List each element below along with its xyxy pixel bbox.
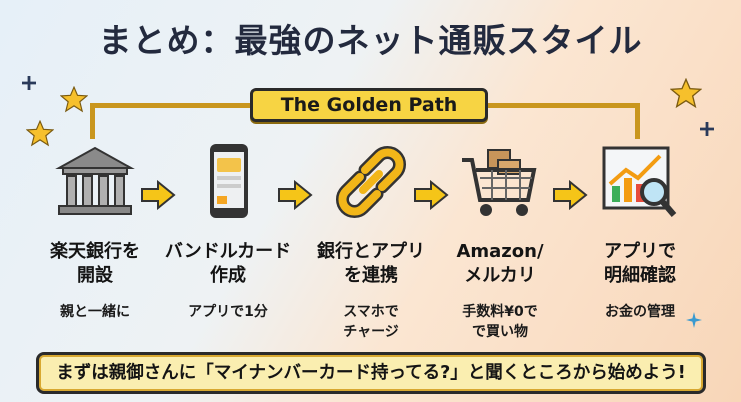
arrow-right-icon xyxy=(553,180,588,210)
shopping-cart-icon xyxy=(462,149,537,216)
step-sub: お金の管理 xyxy=(605,304,675,320)
golden-path-banner: The Golden Path xyxy=(250,88,488,122)
step-sub: 親と一緒に xyxy=(60,304,130,320)
sparkle-icon xyxy=(686,312,702,328)
step-sub: 手数料¥0でで買い物 xyxy=(462,304,538,340)
arrow-right-icon xyxy=(278,180,313,210)
sparkle-icon xyxy=(700,122,714,136)
chain-link-icon xyxy=(336,146,406,218)
sparkle-icon xyxy=(22,76,36,90)
arrow-right-icon xyxy=(141,180,176,210)
arrow-right-icon xyxy=(414,180,449,210)
step-label: バンドルカード作成 xyxy=(164,241,292,286)
step-label: 楽天銀行を開設 xyxy=(50,241,140,286)
step-3: 銀行とアプリを連携 スマホでチャージ xyxy=(301,140,441,342)
page-title: まとめ：最強のネット通販スタイル xyxy=(98,21,643,60)
step-label: アプリで明細確認 xyxy=(604,241,676,286)
star-icon xyxy=(26,120,54,147)
step-sub: スマホでチャージ xyxy=(343,304,399,340)
step-label: Amazon/メルカリ xyxy=(456,241,544,286)
step-4: Amazon/メルカリ 手数料¥0でで買い物 xyxy=(430,140,570,342)
step-label: 銀行とアプリを連携 xyxy=(317,241,425,286)
star-icon xyxy=(60,86,88,113)
step-sub: アプリで1分 xyxy=(188,304,268,320)
step-5: アプリで明細確認 お金の管理 xyxy=(570,140,710,322)
call-to-action-banner: まずは親御さんに「マイナンバーカード持ってる?」と聞くところから始めよう! xyxy=(36,352,706,394)
step-1: 楽天銀行を開設 親と一緒に xyxy=(25,140,165,322)
step-2: バンドルカード作成 アプリで1分 xyxy=(158,140,298,322)
chart-magnifier-icon xyxy=(602,146,677,217)
smartphone-icon xyxy=(210,144,248,218)
star-icon xyxy=(670,78,702,109)
bank-icon xyxy=(55,146,135,215)
